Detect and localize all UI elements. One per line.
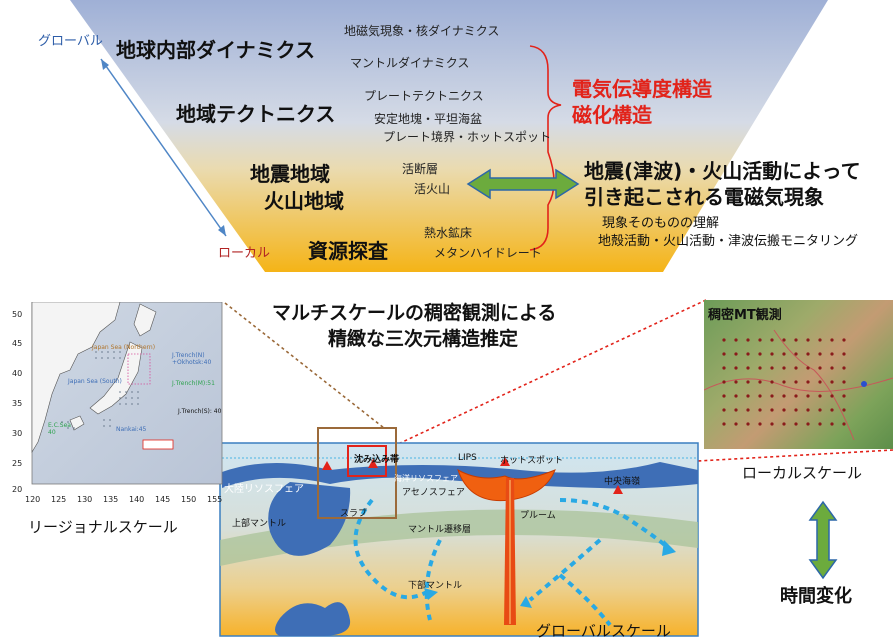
time-arrow	[808, 500, 838, 580]
cs-label-lower-mantle: 下部マントル	[408, 581, 463, 591]
map-label-jtrench-n: J.Trench(N)+Okhotsk:40	[172, 352, 212, 366]
row-seismic-item-2: 活火山	[414, 182, 451, 196]
y-tick-20: 20	[12, 485, 22, 494]
structure-line-1: 電気伝導度構造	[572, 77, 712, 101]
cs-label-upper-mantle: 上部マントル	[232, 519, 287, 529]
row-seismic-title: 地震地域	[250, 162, 330, 186]
red-brace	[529, 45, 562, 251]
regional-scale-caption: リージョナルスケール	[28, 518, 178, 536]
row-earth-interior-item-1: 地磁気現象・核ダイナミクス	[344, 24, 500, 38]
cross-section	[219, 427, 699, 637]
regional-map: 50 45 40 35 30 25 20 120 125 130 135 140…	[0, 302, 225, 510]
global-scale-caption: グローバルスケール	[536, 622, 671, 640]
label-local: ローカル	[218, 246, 271, 261]
time-change-label: 時間変化	[780, 586, 852, 607]
y-tick-30: 30	[12, 429, 22, 438]
row-regional-tectonics-item-1: プレートテクトニクス	[364, 89, 484, 103]
row-resource-title: 資源探査	[308, 239, 388, 263]
x-tick-125: 125	[51, 495, 66, 504]
map-label-jtrench-s: J.Trench(S): 40	[178, 408, 222, 415]
x-tick-120: 120	[25, 495, 40, 504]
y-tick-45: 45	[12, 339, 22, 348]
row-earth-interior-item-2: マントルダイナミクス	[350, 56, 470, 70]
label-global: グローバル	[38, 34, 103, 49]
row-regional-tectonics-title: 地域テクトニクス	[176, 102, 336, 126]
understanding-line-2: 地殻活動・火山活動・津波伝搬モニタリング	[598, 234, 859, 249]
phenomena-line-1: 地震(津波)・火山活動によって	[584, 159, 861, 183]
y-tick-35: 35	[12, 399, 22, 408]
cs-label-plume: プルーム	[520, 511, 556, 521]
cs-label-hotspot: ホットスポット	[500, 456, 564, 466]
structure-line-2: 磁化構造	[572, 103, 652, 127]
local-scale-caption: ローカルスケール	[742, 464, 863, 482]
row-regional-tectonics-item-2: 安定地塊・平坦海盆	[374, 112, 483, 126]
center-title-line-2: 精緻な三次元構造推定	[328, 328, 519, 350]
row-resource-item-2: メタンハイドレート	[434, 246, 542, 260]
x-tick-150: 150	[181, 495, 196, 504]
x-tick-135: 135	[103, 495, 118, 504]
y-tick-25: 25	[12, 459, 22, 468]
map-label-jtrench-m: J.Trench(M):51	[172, 380, 215, 387]
row-earth-interior-title: 地球内部ダイナミクス	[116, 38, 315, 62]
row-regional-tectonics-item-3: プレート境界・ホットスポット	[383, 130, 552, 144]
cs-label-lips: LIPS	[458, 453, 477, 463]
understanding-line-1: 現象そのものの理解	[602, 216, 720, 231]
mt-map-title: 稠密MT観測	[708, 308, 782, 323]
x-tick-140: 140	[129, 495, 144, 504]
scale-double-arrow	[100, 58, 227, 237]
cs-label-oceanic-litho: 海洋リソスフェア	[394, 474, 458, 483]
green-double-arrow	[466, 168, 580, 200]
cs-label-astheno: アセノスフェア	[402, 488, 465, 498]
y-tick-40: 40	[12, 369, 22, 378]
cs-label-subduction: 沈み込み帯	[354, 455, 400, 465]
funnel-shape	[70, 0, 828, 272]
row-resource-item-1: 熱水鉱床	[424, 226, 473, 240]
cs-label-transition: マントル遷移層	[408, 525, 472, 535]
map-label-nankai: Nankai:45	[116, 426, 147, 433]
row-seismic-item-1: 活断層	[402, 162, 439, 176]
x-tick-145: 145	[155, 495, 170, 504]
center-title-line-1: マルチスケールの稠密観測による	[272, 302, 557, 324]
y-tick-50: 50	[12, 310, 22, 319]
map-label-japan-sea-south: Japan Sea (South)	[68, 378, 122, 385]
cs-label-continental-litho: 大陸リソスフェア	[224, 484, 304, 495]
x-tick-155: 155	[207, 495, 222, 504]
cs-label-mid-ocean: 中央海嶺	[604, 477, 641, 487]
mt-observation-map: 稠密MT観測	[704, 300, 893, 449]
cs-label-slab: スラブ	[340, 509, 368, 519]
phenomena-line-2: 引き起こされる電磁気現象	[584, 185, 824, 209]
map-label-japan-sea-north: Japan Sea (Northern)	[92, 344, 156, 351]
x-tick-130: 130	[77, 495, 92, 504]
row-volcanic-title: 火山地域	[264, 189, 344, 213]
